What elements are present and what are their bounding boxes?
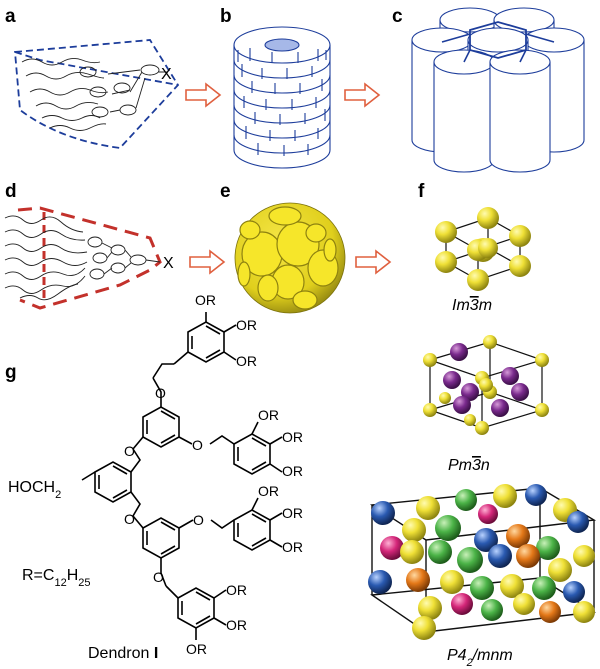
stacked-disc-cylinder (234, 27, 330, 168)
or-label: OR (226, 617, 247, 633)
spherical-dendrimer (235, 203, 345, 313)
or-label: OR (236, 353, 257, 369)
or-label: OR (282, 429, 303, 445)
or-label: OR (282, 463, 303, 479)
oxygen-atom: O (153, 569, 164, 585)
dendron-name-label: Dendron I (88, 645, 158, 662)
arrow-b-to-c (345, 84, 379, 106)
arrow-d-to-e (190, 251, 224, 273)
oxygen-atom: O (193, 512, 204, 528)
panel-label-f: f (418, 181, 425, 202)
or-label: OR (258, 483, 279, 499)
p42mnm-caption: P42/mnm (447, 647, 513, 669)
hexagonal-column-lattice (412, 8, 584, 172)
panel-label-a: a (5, 6, 16, 27)
pm3n-barred-digit: 3 (472, 457, 481, 474)
or-substituent-labels: OR OR OR OR OR OR OR OR OR OR OR OR (186, 292, 303, 657)
arrow-e-to-f (356, 251, 390, 273)
oxygen-atom: O (124, 443, 135, 459)
or-label: OR (282, 505, 303, 521)
oxygen-labels: O O O O O O (124, 385, 204, 585)
panel-label-g: g (5, 362, 17, 383)
p42mnm-lattice (368, 484, 595, 640)
panel-label-d: d (5, 181, 17, 202)
or-label: OR (282, 539, 303, 555)
im3m-caption: Im3m (452, 297, 492, 314)
focal-group-x-a: X (161, 66, 172, 83)
panel-label-b: b (220, 6, 232, 27)
panel-label-e: e (220, 181, 231, 202)
oxygen-atom: O (155, 385, 166, 401)
arrow-a-to-b (186, 84, 220, 106)
conical-dendron: X (5, 208, 174, 308)
r-definition: R=C12H25 (22, 567, 91, 589)
focal-group-x-d: X (163, 255, 174, 272)
pm3n-lattice (423, 335, 549, 435)
or-label: OR (226, 582, 247, 598)
or-label: OR (258, 407, 279, 423)
or-label: OR (236, 317, 257, 333)
or-label: OR (195, 292, 216, 308)
pm3n-caption: Pm3n (448, 457, 490, 474)
im3m-barred-digit: 3 (470, 297, 479, 314)
hoch2-label: HOCH2 (8, 479, 61, 501)
or-label: OR (186, 641, 207, 657)
oxygen-atom: O (192, 437, 203, 453)
im3m-lattice (435, 207, 531, 291)
tapered-dendron-wedge: X (15, 40, 178, 148)
panel-label-c: c (392, 6, 403, 27)
oxygen-atom: O (124, 511, 135, 527)
